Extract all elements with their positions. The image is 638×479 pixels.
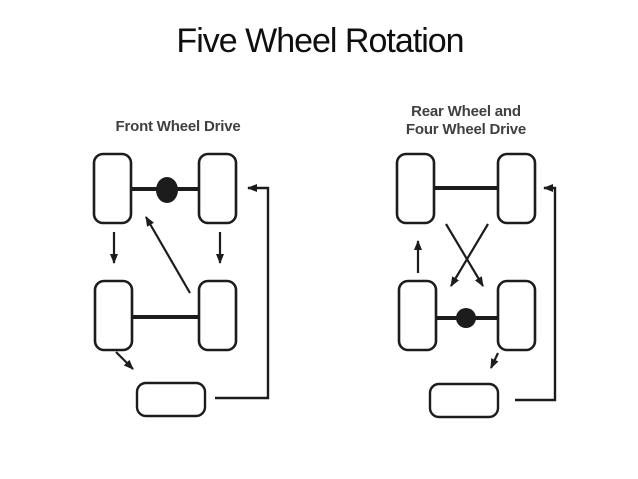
rear-four-wheel-drive-diagram xyxy=(395,152,557,419)
arrow-spare-to-front-right-icon xyxy=(515,184,557,402)
arrow-front-left-to-rear-right-icon xyxy=(445,223,484,287)
front-wheel-drive-diagram xyxy=(92,152,270,418)
front-wheel-drive-label: Front Wheel Drive xyxy=(115,118,241,135)
spare-tire xyxy=(428,382,500,419)
front-left-wheel xyxy=(395,152,436,225)
arrow-spare-to-front-right-icon xyxy=(215,184,270,400)
front-right-wheel xyxy=(197,152,238,225)
spare-tire xyxy=(135,381,207,418)
front-left-wheel xyxy=(92,152,133,225)
arrow-rear-left-to-spare-icon xyxy=(115,351,134,370)
rear-differential-icon xyxy=(456,308,476,328)
rear-right-wheel xyxy=(197,279,238,352)
arrow-rear-right-to-spare-icon xyxy=(490,352,499,369)
rear-label-line2: Four Wheel Drive xyxy=(405,121,527,138)
rear-label-line1: Rear Wheel and xyxy=(411,103,521,120)
arrow-front-right-to-rear-left-icon xyxy=(450,223,489,287)
rear-right-wheel xyxy=(496,279,537,352)
front-differential-icon xyxy=(156,177,178,203)
front-right-wheel xyxy=(496,152,537,225)
rear-four-wheel-drive-label: Rear Wheel and Four Wheel Drive xyxy=(406,103,526,139)
rear-left-wheel xyxy=(397,279,438,352)
arrow-rear-right-to-front-left-icon xyxy=(145,216,191,294)
rear-left-wheel xyxy=(93,279,134,352)
page-title: Five Wheel Rotation xyxy=(176,22,464,60)
